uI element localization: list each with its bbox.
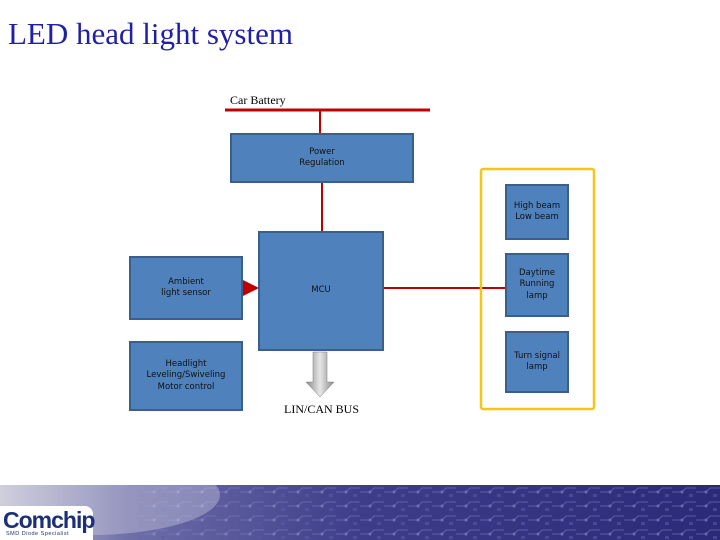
battery-label: Car Battery (230, 93, 286, 107)
company-logo: Comchip SMD Diode Specialist (0, 506, 95, 540)
high-low-beam-block: High beam Low beam (505, 184, 569, 240)
bus-label: LIN/CAN BUS (284, 402, 360, 416)
slide-title: LED head light system (8, 16, 293, 51)
mcu-block: MCU (258, 231, 384, 351)
leveling-motor-block: Headlight Leveling/Swiveling Motor contr… (129, 341, 243, 411)
leveling-motor-label: Headlight Leveling/Swiveling Motor contr… (146, 358, 226, 392)
power-regulation-block: Power Regulation (230, 133, 414, 183)
drl-block: Daytime Running lamp (505, 253, 569, 317)
lamp-group-highlight (479, 167, 596, 411)
turn-signal-label: Turn signal lamp (514, 350, 560, 372)
turn-signal-block: Turn signal lamp (505, 331, 569, 393)
ambient-sensor-label: Ambient light sensor (161, 276, 211, 298)
ambient-sensor-block: Ambient light sensor (129, 256, 243, 320)
mcu-label: MCU (311, 285, 331, 296)
bus-arrow (305, 351, 335, 398)
logo-tagline: SMD Diode Specialist (6, 531, 70, 537)
circuit-board-banner (0, 485, 720, 540)
logo-text: Comchip (3, 507, 95, 533)
power-regulation-label: Power Regulation (299, 146, 345, 168)
drl-label: Daytime Running lamp (519, 267, 555, 301)
high-low-beam-label: High beam Low beam (513, 200, 561, 222)
